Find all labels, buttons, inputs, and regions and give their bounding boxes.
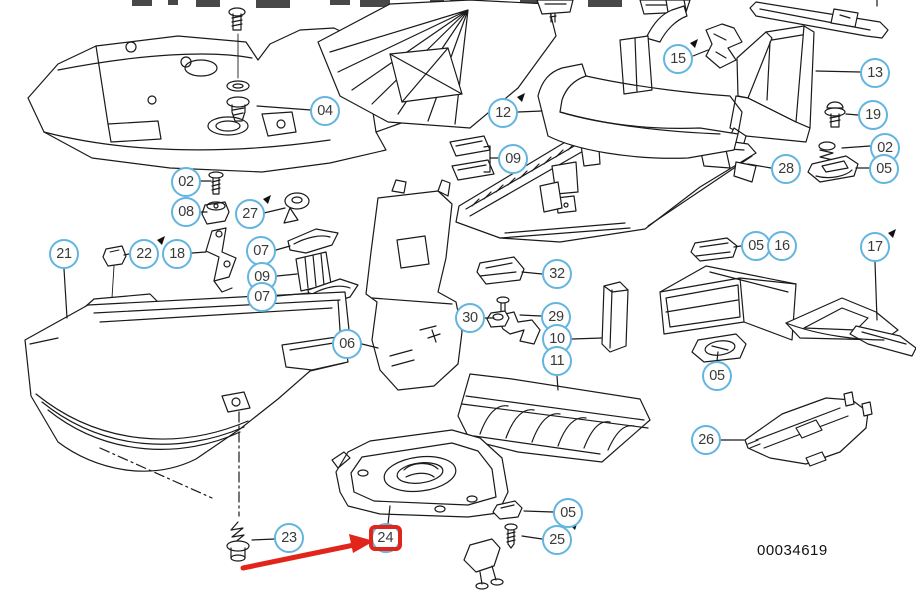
part-front-tray-drawing	[24, 291, 350, 517]
callout-label: 23	[281, 530, 297, 546]
callout-label: 25	[549, 532, 565, 548]
part-06-panel-drawing	[365, 179, 463, 391]
part-05-clip-drawing	[492, 500, 523, 520]
callout-label: 32	[549, 266, 565, 282]
part-18-bracket-drawing	[205, 227, 237, 293]
leader-lines	[63, 49, 878, 541]
highlight-arrow	[240, 534, 374, 571]
part-12-duct-drawing	[537, 0, 743, 159]
part-27-grommet-drawing	[283, 192, 310, 224]
callout-label: 29	[548, 309, 564, 325]
callout-16[interactable]: 16	[767, 231, 797, 261]
callout-label: 19	[865, 107, 881, 123]
part-26-shield-drawing	[744, 391, 873, 467]
part-15-bracket-drawing	[705, 23, 743, 69]
callout-label: 26	[698, 432, 714, 448]
callout-label: 05	[560, 505, 576, 521]
callout-label: 05	[876, 161, 892, 177]
part-25-screw-drawing	[504, 523, 518, 549]
part-22-clip-drawing	[102, 245, 127, 299]
callout-label: 07	[253, 243, 269, 259]
part-10-post-drawing	[601, 281, 629, 353]
callout-08[interactable]: 08	[171, 197, 201, 227]
callout-label: 21	[56, 246, 72, 262]
callout-12[interactable]: 12	[488, 98, 518, 128]
callout-label: 12	[495, 105, 511, 121]
part-19-rivet-drawing	[824, 101, 846, 128]
callout-label: 28	[778, 161, 794, 177]
callout-24-highlighted[interactable]: 24	[369, 525, 402, 551]
callout-label: 22	[136, 246, 152, 262]
callout-label: 15	[670, 51, 686, 67]
part-ribbed-shield-drawing	[317, 0, 560, 129]
part-13-housing-drawing	[727, 25, 815, 151]
callout-label: 08	[178, 204, 194, 220]
part-23-screw-drawing	[226, 521, 250, 562]
callout-label: 18	[169, 246, 185, 262]
callout-label: 06	[339, 336, 355, 352]
part-16-duct-drawing	[659, 265, 797, 341]
callout-label: 10	[549, 331, 565, 347]
callout-28[interactable]: 28	[771, 154, 801, 184]
callout-label: 13	[867, 65, 883, 81]
part-11-deflector-drawing	[457, 373, 651, 463]
part-02-screw-drawing	[208, 171, 224, 195]
callout-22[interactable]: 22	[129, 239, 159, 269]
part-05-plate-drawing	[690, 237, 738, 262]
callout-02[interactable]: 02	[171, 167, 201, 197]
part-24-pan-drawing	[331, 429, 509, 518]
callout-25[interactable]: 25	[542, 525, 572, 555]
callout-23[interactable]: 23	[274, 523, 304, 553]
part-09-wedges-drawing	[449, 135, 495, 181]
callout-label: 11	[549, 353, 565, 369]
part-07-flap-upper-drawing	[287, 228, 339, 254]
callout-07-lower[interactable]: 07	[247, 282, 277, 312]
part-05-oval-cover-drawing	[691, 333, 747, 363]
part-sill-strip-drawing	[749, 0, 889, 39]
part-04-rivet-drawing	[226, 7, 250, 122]
part-08-nut-drawing	[201, 201, 230, 225]
callout-04[interactable]: 04	[310, 96, 340, 126]
callout-17[interactable]: 17	[860, 232, 890, 262]
part-17-wedge-drawing	[785, 297, 916, 357]
callout-26[interactable]: 26	[691, 425, 721, 455]
part-30-nut-drawing	[486, 310, 510, 328]
callout-label: 16	[774, 238, 790, 254]
callout-32[interactable]: 32	[542, 259, 572, 289]
callout-27[interactable]: 27	[235, 199, 265, 229]
callout-05-clip[interactable]: 05	[553, 498, 583, 528]
callout-label: 02	[178, 174, 194, 190]
part-32-plate-drawing	[476, 256, 525, 285]
callout-19[interactable]: 19	[858, 100, 888, 130]
callout-label: 05	[748, 238, 764, 254]
callout-06[interactable]: 06	[332, 329, 362, 359]
callout-label: 17	[867, 239, 883, 255]
callout-label: 27	[242, 206, 258, 222]
callout-label: 24	[377, 530, 394, 546]
callout-15[interactable]: 15	[663, 44, 693, 74]
part-05-clamp-drawing	[807, 155, 859, 183]
callout-30[interactable]: 30	[455, 303, 485, 333]
callout-label: 04	[317, 103, 333, 119]
callout-21[interactable]: 21	[49, 239, 79, 269]
callout-13[interactable]: 13	[860, 58, 890, 88]
part-lower-bracket-drawing	[463, 538, 504, 590]
callout-label: 07	[254, 289, 270, 305]
document-code: 00034619	[757, 542, 828, 559]
callout-11[interactable]: 11	[542, 346, 572, 376]
callout-label: 05	[709, 368, 725, 384]
callout-05-right[interactable]: 05	[869, 154, 899, 184]
callout-label: 09	[505, 151, 521, 167]
callout-05-cover[interactable]: 05	[702, 361, 732, 391]
callout-09-mid[interactable]: 09	[498, 144, 528, 174]
callout-18[interactable]: 18	[162, 239, 192, 269]
callout-label: 30	[462, 310, 478, 326]
